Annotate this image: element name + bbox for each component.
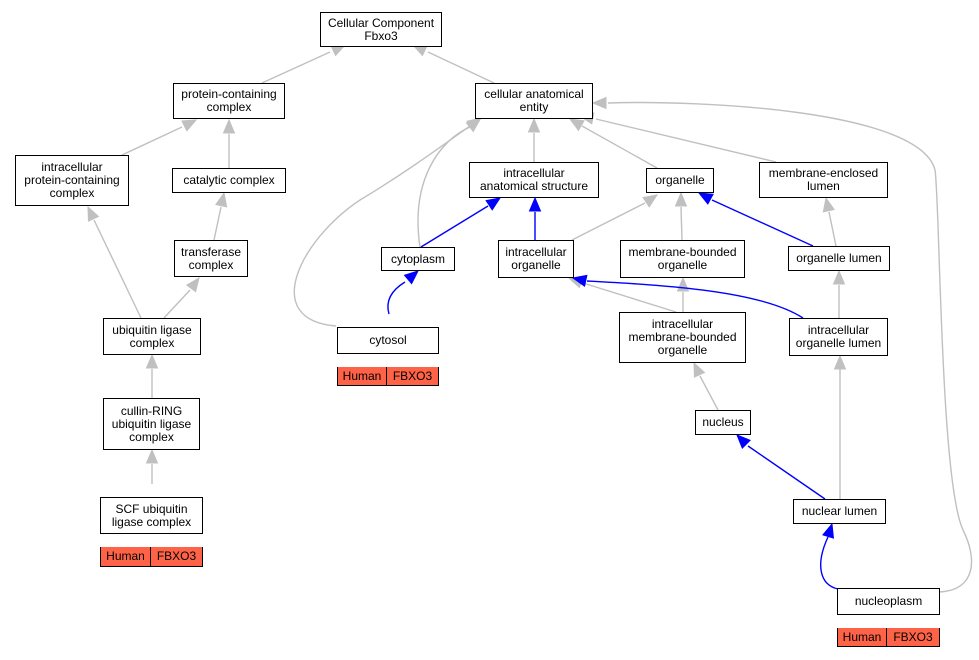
node-cellular-component[interactable]: Cellular Component Fbxo3: [320, 12, 442, 47]
nucleoplasm-species-tag[interactable]: Human: [837, 628, 887, 647]
edge-io-ias-arrowhead: [528, 196, 542, 212]
edge-ulc-ipcc-arrowhead: [87, 205, 100, 222]
edge-ias-cae-arrowhead: [527, 117, 541, 133]
node-catalytic-complex[interactable]: catalytic complex: [172, 168, 286, 193]
go-term-graph: Cellular Component Fbxo3 protein-contain…: [15, 12, 973, 647]
edge-nuc-imbo: [699, 375, 719, 411]
edge-mbo-org-arrowhead: [674, 191, 688, 207]
edge-nl-nucleus-arrowhead: [736, 434, 751, 449]
edge-np-nl: [820, 536, 839, 590]
cytosol-gene-tag[interactable]: FBXO3: [387, 367, 439, 386]
edge-imbo-mbo-arrowhead: [676, 276, 690, 292]
node-intracellular-anatomical-structure[interactable]: intracellular anatomical structure: [469, 162, 599, 198]
scf-ubiquitin-ligase-complex-label: SCF ubiquitin ligase complex: [100, 497, 203, 534]
node-intracellular-organelle-lumen[interactable]: intracellular organelle lumen: [789, 318, 888, 356]
scf-species-tag[interactable]: Human: [100, 547, 151, 567]
edge-scf-curl-arrowhead: [145, 448, 159, 464]
edge-np-cae-arrowhead: [591, 96, 607, 110]
cytosol-species-tag[interactable]: Human: [337, 367, 387, 386]
node-intracellular-protein-containing-complex[interactable]: intracellular protein-containing complex: [15, 155, 129, 206]
edge-mbo-org: [680, 206, 683, 241]
edge-cytosol-cae-arrowhead: [466, 117, 483, 131]
edge-ol-mel-arrowhead: [822, 196, 835, 213]
nucleoplasm-gene-tag[interactable]: FBXO3: [887, 628, 940, 647]
nucleoplasm-label: nucleoplasm: [837, 588, 940, 615]
edge-ipcc-pcc: [121, 126, 183, 156]
edges-layer: [87, 44, 973, 593]
node-ubiquitin-ligase-complex[interactable]: ubiquitin ligase complex: [103, 318, 201, 355]
edge-nl-nucleus: [747, 445, 826, 500]
edge-ulc-trans-arrowhead: [185, 276, 200, 293]
edge-cytosol-cae: [293, 125, 471, 327]
edge-ulc-ipcc: [93, 219, 142, 319]
edge-ol-mel: [828, 211, 837, 247]
edge-ol-org-arrowhead: [697, 192, 714, 205]
edge-np-cae: [607, 101, 973, 593]
node-intracellular-organelle[interactable]: intracellular organelle: [498, 240, 574, 278]
edge-ipcc-pcc-arrowhead: [181, 119, 198, 132]
edge-cytosol-cyto: [387, 281, 406, 315]
node-cytoplasm[interactable]: cytoplasm: [381, 247, 455, 271]
scf-annotation-row: Human FBXO3: [100, 547, 203, 567]
edge-ulc-trans: [163, 289, 191, 319]
node-membrane-enclosed-lumen[interactable]: membrane-enclosed lumen: [759, 162, 888, 198]
edge-nl-iol-arrowhead: [833, 354, 847, 370]
edge-pcc-root: [261, 51, 331, 84]
node-protein-containing-complex[interactable]: protein-containing complex: [173, 83, 285, 119]
edge-org-cae: [581, 125, 658, 169]
edge-mel-cae: [595, 118, 777, 163]
edge-np-nl-arrowhead: [822, 522, 835, 539]
edge-io-org: [571, 202, 646, 241]
node-nuclear-lumen[interactable]: nuclear lumen: [793, 499, 886, 524]
edge-cyto-ias: [420, 205, 489, 248]
edge-ol-org: [711, 199, 814, 247]
nucleoplasm-annotation-row: Human FBXO3: [837, 628, 940, 647]
node-cullin-ring-ubiquitin-ligase-complex[interactable]: cullin-RING ubiquitin ligase complex: [103, 398, 200, 450]
edge-trans-cat: [213, 206, 222, 241]
scf-gene-tag[interactable]: FBXO3: [151, 547, 203, 567]
edge-cae-root: [427, 51, 495, 84]
edge-cat-pcc-arrowhead: [222, 118, 236, 134]
node-scf-ubiquitin-ligase-complex[interactable]: SCF ubiquitin ligase complex Human FBXO3: [100, 484, 203, 567]
edge-iol-ol-arrowhead: [832, 269, 846, 285]
node-nucleus[interactable]: nucleus: [695, 410, 751, 435]
node-organelle[interactable]: organelle: [646, 168, 714, 193]
edge-cyto-ias-arrowhead: [485, 197, 502, 211]
node-cytosol[interactable]: cytosol Human FBXO3: [337, 314, 439, 386]
node-transferase-complex[interactable]: transferase complex: [174, 240, 248, 277]
edge-cytosol-cyto-arrowhead: [403, 270, 419, 285]
node-membrane-bounded-organelle[interactable]: membrane-bounded organelle: [620, 240, 745, 278]
node-cellular-anatomical-entity[interactable]: cellular anatomical entity: [475, 83, 593, 119]
edge-org-cae-arrowhead: [568, 118, 585, 132]
node-organelle-lumen[interactable]: organelle lumen: [788, 246, 890, 271]
node-intracellular-membrane-bounded-organelle[interactable]: intracellular membrane-bounded organelle: [619, 312, 746, 363]
edge-iol-io: [586, 280, 804, 319]
cytosol-annotation-row: Human FBXO3: [337, 367, 439, 386]
edge-curl-ulc-arrowhead: [145, 353, 159, 369]
cytosol-label: cytosol: [337, 327, 439, 354]
edge-iol-io-arrowhead: [571, 274, 588, 287]
edge-trans-cat-arrowhead: [215, 191, 228, 208]
edge-nuc-imbo-arrowhead: [693, 361, 706, 378]
edge-io-org-arrowhead: [642, 194, 659, 208]
node-nucleoplasm[interactable]: nucleoplasm Human FBXO3: [837, 575, 940, 647]
edge-imbo-io: [582, 282, 677, 313]
